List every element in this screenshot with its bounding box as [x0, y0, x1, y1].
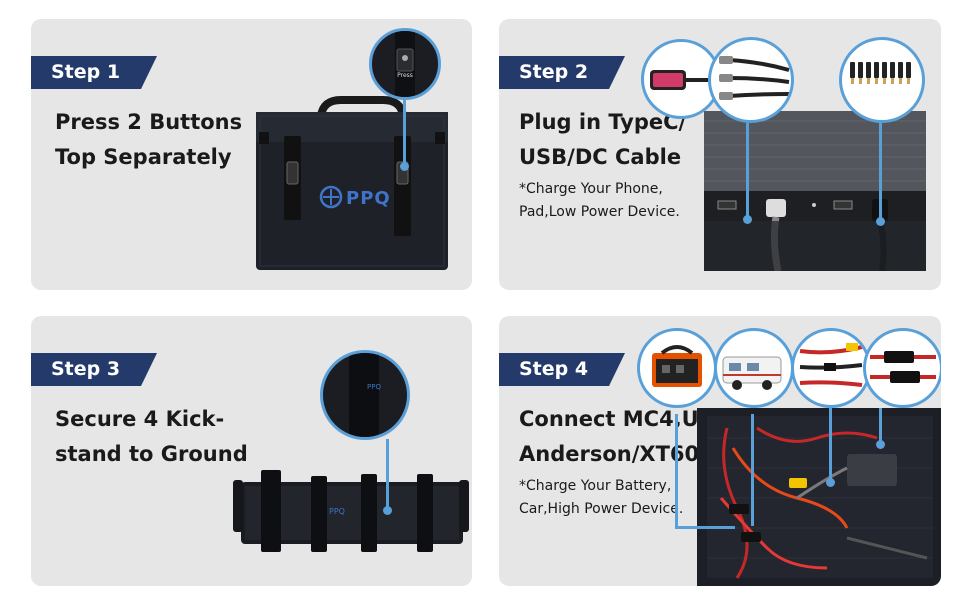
callout-dot	[383, 506, 392, 515]
step-2-note-line-2: Pad,Low Power Device.	[519, 204, 680, 220]
callout-line	[675, 526, 735, 529]
step-2-title-line-2: USB/DC Cable	[519, 145, 682, 169]
kickstand-zoom-callout: PPQ	[320, 350, 410, 440]
callout-line	[829, 408, 832, 482]
mc4-connectors-callout	[863, 328, 941, 408]
rv-vehicle-callout	[714, 328, 794, 408]
callout-dot	[826, 478, 835, 487]
step-3-badge: Step 3	[31, 353, 157, 386]
folded-solar-panel-image: PPQ	[256, 96, 448, 270]
charging-port-image	[704, 111, 926, 271]
button-label-text: Press	[397, 72, 413, 79]
button-zoom-callout: Press	[369, 28, 441, 100]
step-2-note-line-1: *Charge Your Phone,	[519, 181, 663, 197]
callout-line	[879, 123, 882, 221]
step-3-title-line-1: Secure 4 Kick-	[55, 407, 225, 431]
step-1-title-line-1: Press 2 Buttons	[55, 110, 243, 134]
step-2-badge: Step 2	[499, 56, 625, 89]
dc-connectors-callout	[839, 37, 925, 123]
svg-text:PPQ: PPQ	[329, 507, 345, 516]
callout-dot	[876, 217, 885, 226]
callout-line	[751, 414, 754, 526]
callout-line	[746, 123, 749, 219]
step-1-card: Step 1 Press 2 Buttons Top Separately PP…	[31, 19, 472, 290]
step-3-card: Step 3 Secure 4 Kick- stand to Ground PP…	[31, 316, 472, 586]
callout-dot	[743, 215, 752, 224]
callout-dot	[400, 162, 409, 171]
step-4-title-line-1: Connect MC4,Use	[519, 407, 726, 431]
ppq-logo-icon	[319, 185, 343, 209]
unfolded-solar-panel-image: PPQ	[233, 470, 469, 552]
step-4-badge: Step 4	[499, 353, 625, 386]
step-4-title-line-2: Anderson/XT60	[519, 442, 700, 466]
panel-with-cables-image	[697, 408, 941, 586]
step-3-title-line-2: stand to Ground	[55, 442, 248, 466]
callout-line	[386, 439, 389, 509]
callout-line	[403, 97, 406, 165]
product-logo-text: PPQ	[346, 188, 391, 209]
adapter-cables-callout	[791, 328, 871, 408]
svg-text:PPQ: PPQ	[367, 383, 381, 391]
callout-line	[675, 414, 678, 526]
step-1-title-line-2: Top Separately	[55, 145, 232, 169]
step-2-title-line-1: Plug in TypeC/	[519, 110, 687, 134]
callout-line	[879, 408, 882, 444]
step-4-note-line-1: *Charge Your Battery,	[519, 478, 672, 494]
callout-dot	[876, 440, 885, 449]
cable-bundle-callout	[708, 37, 794, 123]
step-4-note-line-2: Car,High Power Device.	[519, 501, 684, 517]
step-2-card: Step 2 Plug in TypeC/ USB/DC Cable *Char…	[499, 19, 941, 290]
step-4-card: Step 4 Connect MC4,Use Anderson/XT60 *Ch…	[499, 316, 941, 586]
power-station-callout	[637, 328, 717, 408]
step-1-badge: Step 1	[31, 56, 157, 89]
